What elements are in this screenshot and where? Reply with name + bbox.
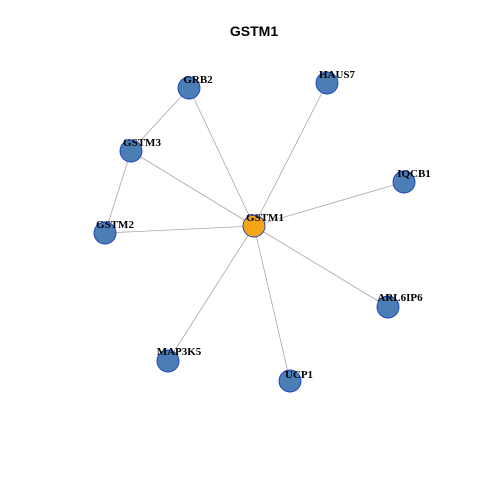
edge-gstm1-ucp1 — [253, 225, 291, 382]
node-label-haus7: HAUS7 — [319, 69, 356, 81]
edge-gstm1-gstm2 — [104, 225, 255, 234]
edge-gstm1-gstm3 — [130, 150, 255, 227]
node-label-grb2: GRB2 — [183, 74, 213, 86]
edge-gstm1-arl6ip6 — [253, 225, 389, 308]
node-arl6ip6[interactable]: ARL6IP6 — [376, 292, 423, 319]
node-circle-gstm1[interactable] — [242, 214, 266, 238]
diagram-title: GSTM1 — [230, 23, 278, 39]
edge-gstm3-gstm2 — [104, 150, 132, 234]
node-label-gstm2: GSTM2 — [96, 219, 134, 231]
node-circle-gstm3[interactable] — [119, 139, 143, 163]
node-circle-ucp1[interactable] — [278, 369, 302, 393]
node-label-iqcb1: IQCB1 — [397, 168, 431, 180]
edge-gstm1-haus7 — [253, 82, 328, 227]
node-label-arl6ip6: ARL6IP6 — [377, 292, 423, 304]
edge-grb2-gstm3 — [130, 87, 190, 152]
node-gstm2[interactable]: GSTM2 — [93, 219, 134, 245]
node-circle-gstm2[interactable] — [93, 221, 117, 245]
node-gstm3[interactable]: GSTM3 — [119, 137, 161, 163]
edge-gstm1-grb2 — [188, 87, 255, 227]
edge-gstm1-map3k5 — [167, 225, 255, 362]
node-ucp1[interactable]: UCP1 — [278, 369, 313, 393]
node-circle-haus7[interactable] — [315, 71, 339, 95]
node-map3k5[interactable]: MAP3K5 — [156, 346, 202, 373]
node-iqcb1[interactable]: IQCB1 — [392, 168, 431, 194]
edge-layer — [104, 82, 405, 382]
node-circle-map3k5[interactable] — [156, 349, 180, 373]
node-gstm1[interactable]: GSTM1 — [242, 212, 284, 238]
node-haus7[interactable]: HAUS7 — [315, 69, 356, 95]
node-label-ucp1: UCP1 — [285, 369, 313, 381]
node-label-gstm3: GSTM3 — [123, 137, 161, 149]
node-label-map3k5: MAP3K5 — [157, 346, 202, 358]
node-circle-arl6ip6[interactable] — [376, 295, 400, 319]
node-circle-grb2[interactable] — [177, 76, 201, 100]
node-circle-iqcb1[interactable] — [392, 170, 416, 194]
node-grb2[interactable]: GRB2 — [177, 74, 213, 100]
edge-gstm1-iqcb1 — [253, 181, 405, 227]
node-layer: GSTM1 GRB2 HAUS7GSTM3IQCB1GSTM2ARL6IP6MAP3… — [93, 69, 431, 393]
node-label-gstm1: GSTM1 — [246, 212, 284, 224]
